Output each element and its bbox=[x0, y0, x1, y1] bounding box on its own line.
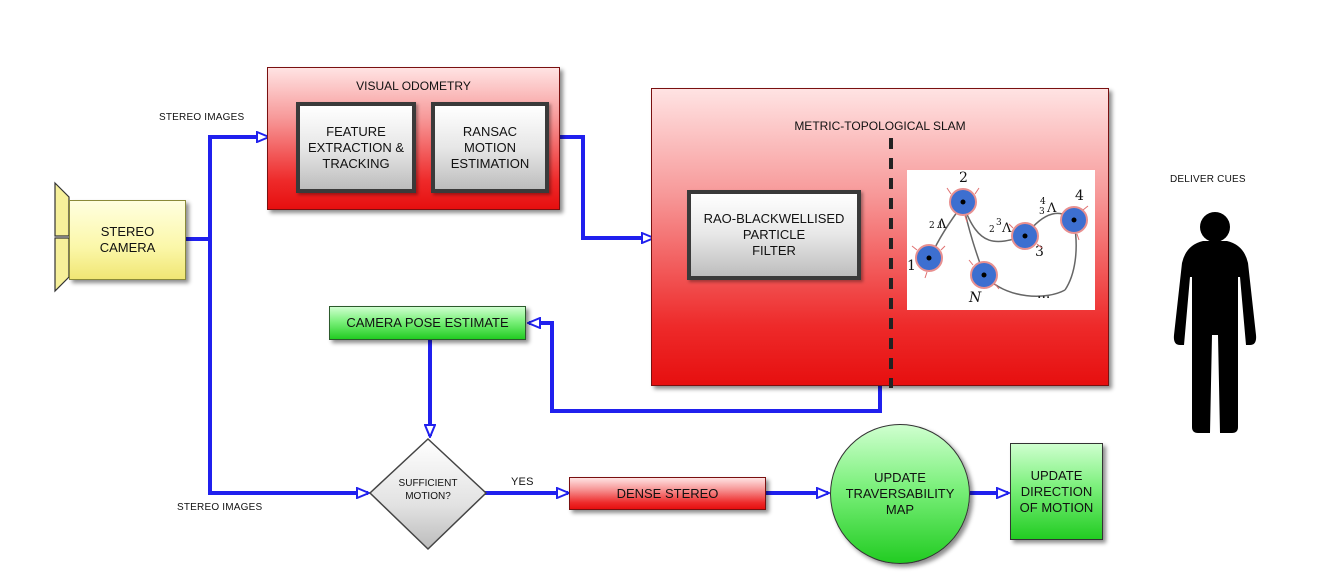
graph-node-1 bbox=[915, 244, 943, 272]
sufficient-motion-diamond bbox=[368, 437, 488, 551]
graph-label-dots: ... bbox=[1037, 286, 1050, 302]
camera-pose-node: CAMERA POSE ESTIMATE bbox=[329, 306, 526, 340]
graph-label-1: 1 bbox=[907, 258, 916, 274]
edge-vo-to-slam bbox=[560, 135, 653, 238]
stereo-camera-node: STEREO CAMERA bbox=[69, 200, 186, 280]
graph-node-2 bbox=[949, 188, 977, 216]
graph-label-3: 3 bbox=[1035, 244, 1044, 260]
edge-label-stereo-images-bottom: STEREO IMAGES bbox=[177, 502, 263, 513]
traversability-node: UPDATE TRAVERSABILITY MAP bbox=[830, 424, 970, 564]
edge-camera-to-vo bbox=[208, 137, 268, 239]
graph-node-4 bbox=[1060, 206, 1088, 234]
graph-edge-sup-3-4: 4 bbox=[1040, 197, 1046, 207]
edge-label-stereo-images-top: STEREO IMAGES bbox=[159, 112, 245, 123]
edge-slam-to-pose bbox=[529, 323, 882, 413]
graph-edge-pre-3-4: 3 bbox=[1039, 207, 1045, 217]
graph-edge-pre-2-3: 2 bbox=[989, 225, 995, 235]
graph-label-n: N bbox=[968, 290, 982, 306]
graph-label-4: 4 bbox=[1075, 188, 1084, 204]
topological-graph: 2 1 3 4 N ... 2 1 Λ 2 3 Λ 3 4 Λ bbox=[907, 170, 1089, 306]
rbpf-node: RAO-BLACKWELLISED PARTICLE FILTER bbox=[687, 190, 861, 280]
deliver-cues-label: DELIVER CUES bbox=[1170, 174, 1246, 185]
ransac-motion-node: RANSAC MOTION ESTIMATION bbox=[431, 102, 549, 193]
edge-camera-to-motion bbox=[208, 239, 368, 493]
person-icon bbox=[1173, 212, 1257, 433]
graph-edge-lambda-3-4: Λ bbox=[1046, 201, 1057, 216]
sufficient-motion-label: SUFFICIENT MOTION? bbox=[398, 478, 458, 502]
graph-edge-sup-2-3: 3 bbox=[996, 218, 1002, 228]
graph-edge-lambda-2-3: Λ bbox=[1001, 221, 1012, 236]
graph-edge-index-2-1: 2 1 bbox=[929, 221, 943, 231]
direction-node: UPDATE DIRECTION OF MOTION bbox=[1010, 443, 1103, 540]
graph-node-n bbox=[970, 261, 998, 289]
graph-edge-lambda-2-1: Λ bbox=[936, 217, 947, 232]
edge-label-yes: YES bbox=[511, 476, 534, 488]
slam-title: METRIC-TOPOLOGICAL SLAM bbox=[794, 119, 966, 133]
graph-label-2: 2 bbox=[959, 170, 968, 186]
topological-graph-panel: 2 1 3 4 N ... 2 1 Λ 2 3 Λ 3 4 Λ bbox=[907, 170, 1095, 310]
graph-node-3 bbox=[1011, 222, 1039, 250]
feature-extraction-node: FEATURE EXTRACTION & TRACKING bbox=[296, 102, 416, 193]
visual-odometry-title: VISUAL ODOMETRY bbox=[356, 79, 471, 93]
slam-divider bbox=[889, 138, 893, 388]
dense-stereo-node: DENSE STEREO bbox=[569, 477, 766, 510]
